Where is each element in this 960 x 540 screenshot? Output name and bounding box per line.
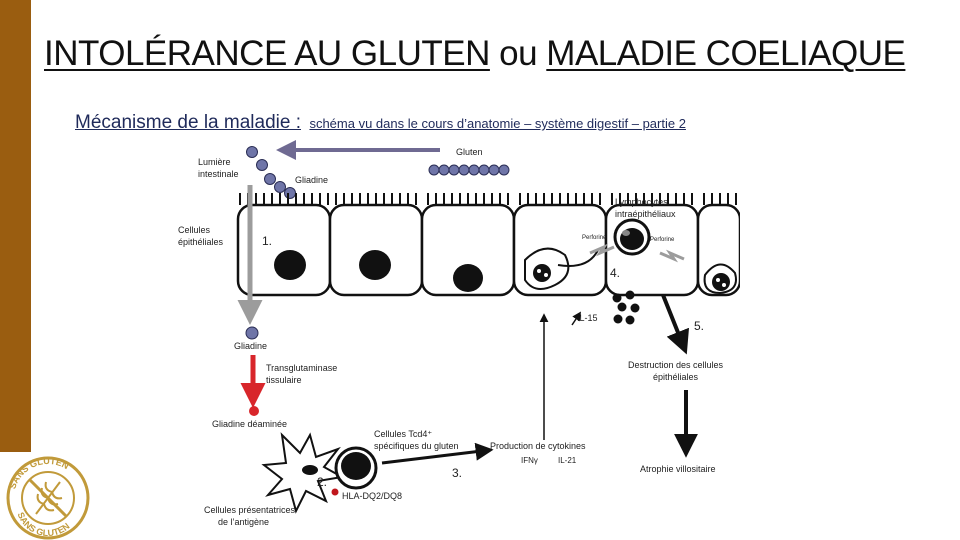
subtitle: Mécanisme de la maladie : schéma vu dans… xyxy=(75,112,686,134)
step-5-label: 5. xyxy=(694,319,704,333)
label-transglut-2: tissulaire xyxy=(266,375,302,385)
il15-arrow xyxy=(571,311,581,326)
perforine-bolt-left xyxy=(589,243,615,257)
microvilli xyxy=(239,193,737,205)
label-gluten: Gluten xyxy=(456,147,483,157)
step-2-label: 2. xyxy=(317,475,327,489)
label-destruction-1: Destruction des cellules xyxy=(628,360,724,370)
step-3-arrow xyxy=(381,442,494,465)
tcd4-nucleus xyxy=(341,452,371,480)
page-title: INTOLÉRANCE AU GLUTEN ou MALADIE COELIAQ… xyxy=(44,30,906,78)
subtitle-main: Mécanisme de la maladie : xyxy=(75,112,301,133)
intraepithelial-lymphocyte xyxy=(613,218,651,256)
label-perforine-left: Perforine xyxy=(582,235,607,241)
label-lumiere-2: intestinale xyxy=(198,169,239,179)
label-lympho-2: intraépithéliaux xyxy=(615,209,676,219)
label-il21: IL-21 xyxy=(558,456,577,465)
label-destruction-2: épithéliales xyxy=(653,372,699,382)
gliadine-beads xyxy=(246,146,296,199)
cell-nuclei xyxy=(274,250,483,292)
gliadine-mid-bead xyxy=(245,326,259,340)
label-cellules-1: Cellules xyxy=(178,225,211,235)
label-cpa-2: de l’antigène xyxy=(218,517,269,527)
label-gliadine-top: Gliadine xyxy=(295,175,328,185)
label-lympho-1: Lymphocytes xyxy=(615,197,668,207)
label-lumiere-1: Lumière xyxy=(198,157,231,167)
label-perforine-right: Perforine xyxy=(650,237,675,243)
apc-nucleus xyxy=(302,465,318,475)
sans-gluten-logo: SANS GLUTEN SANS GLUTEN xyxy=(6,456,90,540)
label-tcd4-2: spécifiques du gluten xyxy=(374,441,459,451)
label-cellules-2: épithéliales xyxy=(178,237,224,247)
sidebar-accent-bar xyxy=(0,0,31,452)
title-part2: MALADIE COELIAQUE xyxy=(546,34,906,73)
gluten-chain xyxy=(428,164,510,176)
step-4-label: 4. xyxy=(610,266,620,280)
step-5-arrow xyxy=(661,294,690,355)
step-3-label: 3. xyxy=(452,466,462,480)
label-tcd4-1: Cellules Tcd4⁺ xyxy=(374,429,432,439)
label-il15: IL-15 xyxy=(577,313,598,323)
antigen-presenting-cell xyxy=(261,432,345,514)
label-gliadine-mid: Gliadine xyxy=(234,341,267,351)
damaged-cells xyxy=(524,247,737,295)
il15-dots xyxy=(612,290,640,325)
label-atrophie: Atrophie villositaire xyxy=(640,464,716,474)
label-gliadine-deam: Gliadine déaminée xyxy=(212,419,287,429)
subtitle-note: schéma vu dans le cours d’anatomie – sys… xyxy=(309,116,686,131)
prohibited-slash xyxy=(28,478,68,518)
title-connector: ou xyxy=(489,34,547,73)
label-hla: HLA-DQ2/DQ8 xyxy=(342,491,402,501)
perforine-bolt-right xyxy=(659,249,685,263)
step-1-label: 1. xyxy=(262,234,272,248)
label-transglut-1: Transglutaminase xyxy=(266,363,337,373)
label-cytokines: Production de cytokines xyxy=(490,441,586,451)
celiac-mechanism-diagram: Gluten Lumière intestinale Gliadine xyxy=(178,140,740,527)
title-part1: INTOLÉRANCE AU GLUTEN xyxy=(44,34,490,73)
label-cpa-1: Cellules présentatrices xyxy=(204,505,296,515)
gliadine-deaminee-bead xyxy=(249,406,259,416)
hla-dot xyxy=(331,488,339,496)
label-ifn: IFNγ xyxy=(521,456,538,465)
